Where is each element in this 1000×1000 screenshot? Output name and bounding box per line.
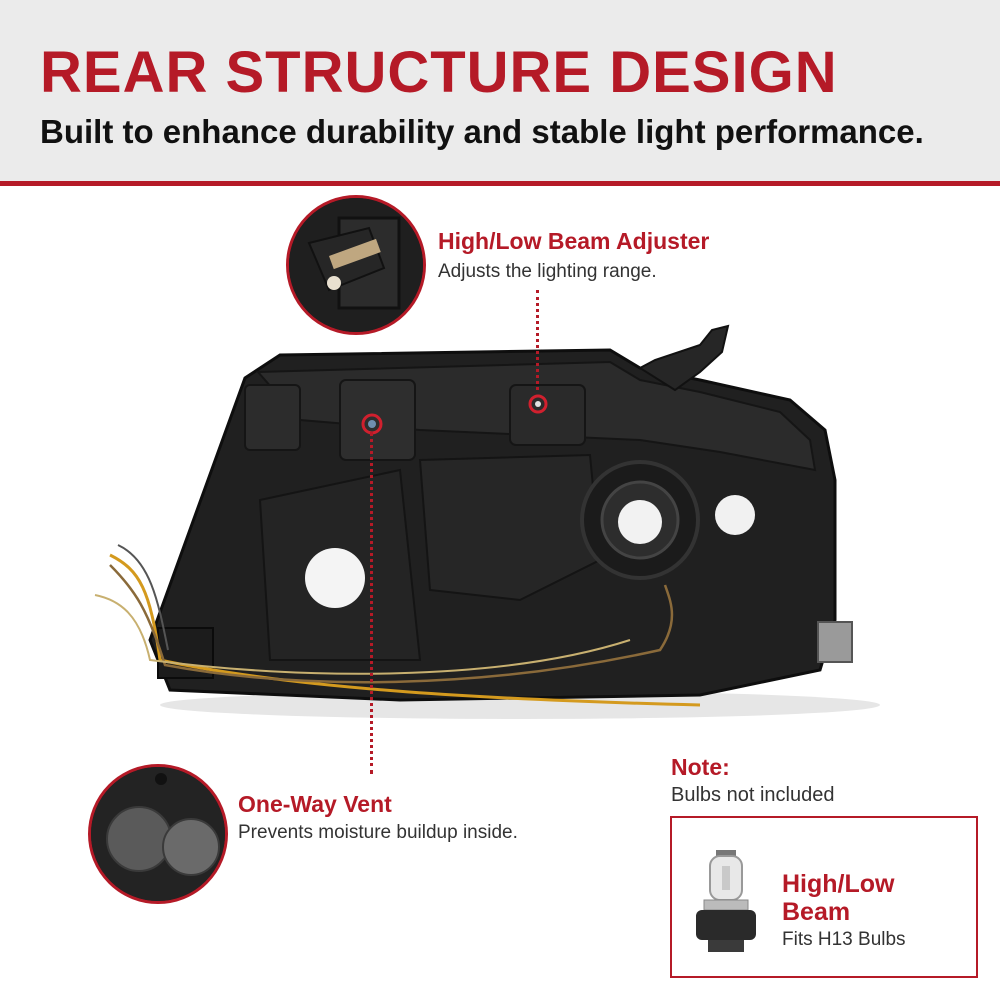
bulb-info-box: High/Low Beam Fits H13 Bulbs (670, 816, 978, 978)
bulb-title: High/Low Beam (782, 870, 895, 926)
header-banner (0, 0, 1000, 181)
adjuster-title: High/Low Beam Adjuster (438, 228, 710, 254)
page-title: REAR STRUCTURE DESIGN (40, 40, 838, 105)
vent-leader-line (370, 432, 373, 774)
vent-description: Prevents moisture buildup inside. (238, 822, 518, 843)
page-subtitle: Built to enhance durability and stable l… (40, 113, 924, 150)
vent-title: One-Way Vent (238, 791, 392, 817)
note-description: Bulbs not included (671, 784, 835, 806)
h13-bulb-image (696, 850, 756, 952)
adjuster-description: Adjusts the lighting range. (438, 261, 657, 282)
vent-closeup-image (88, 764, 228, 904)
note-title: Note: (671, 754, 730, 780)
adjuster-closeup-image (286, 195, 426, 335)
header-divider (0, 181, 1000, 186)
adjuster-leader-line (536, 290, 539, 390)
bulb-description: Fits H13 Bulbs (782, 929, 906, 950)
